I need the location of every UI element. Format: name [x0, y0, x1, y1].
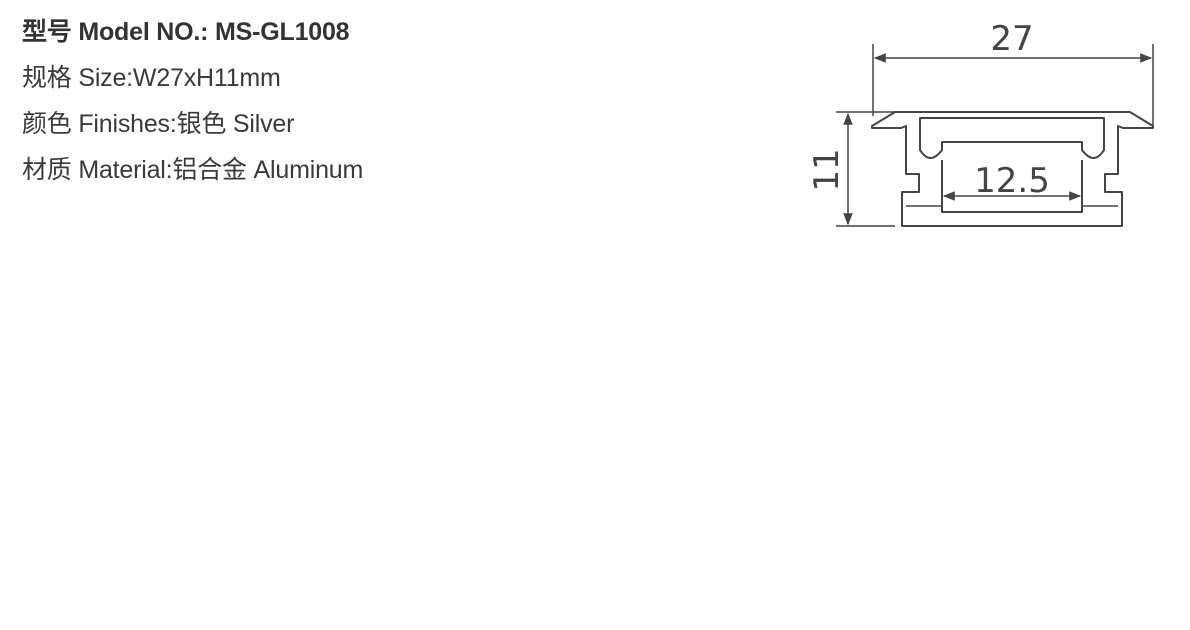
profile-channel-inner	[941, 160, 1083, 213]
height-label: 11	[807, 148, 847, 191]
inner-width-label: 12.5	[974, 161, 1050, 201]
height-dimension: 11	[807, 111, 908, 227]
width-dimension: 27	[872, 19, 1154, 126]
profile-cross-section-drawing: 27 11 12.5	[807, 19, 1154, 227]
material-spec: 材质 Material:铝合金 Aluminum	[22, 156, 364, 184]
finish-spec: 颜色 Finishes:银色 Silver	[22, 110, 295, 138]
spec-list: 型号 Model NO.: MS-GL1008 规格 Size:W27xH11m…	[22, 14, 363, 198]
profile-body	[871, 111, 1154, 227]
size-spec: 规格 Size:W27xH11mm	[22, 64, 281, 92]
inner-width-dimension: 12.5	[942, 161, 1082, 201]
profile-channel-top	[919, 117, 1105, 159]
width-label: 27	[990, 19, 1033, 59]
model-number: 型号 Model NO.: MS-GL1008	[22, 18, 350, 46]
profile-outline	[871, 111, 1154, 227]
